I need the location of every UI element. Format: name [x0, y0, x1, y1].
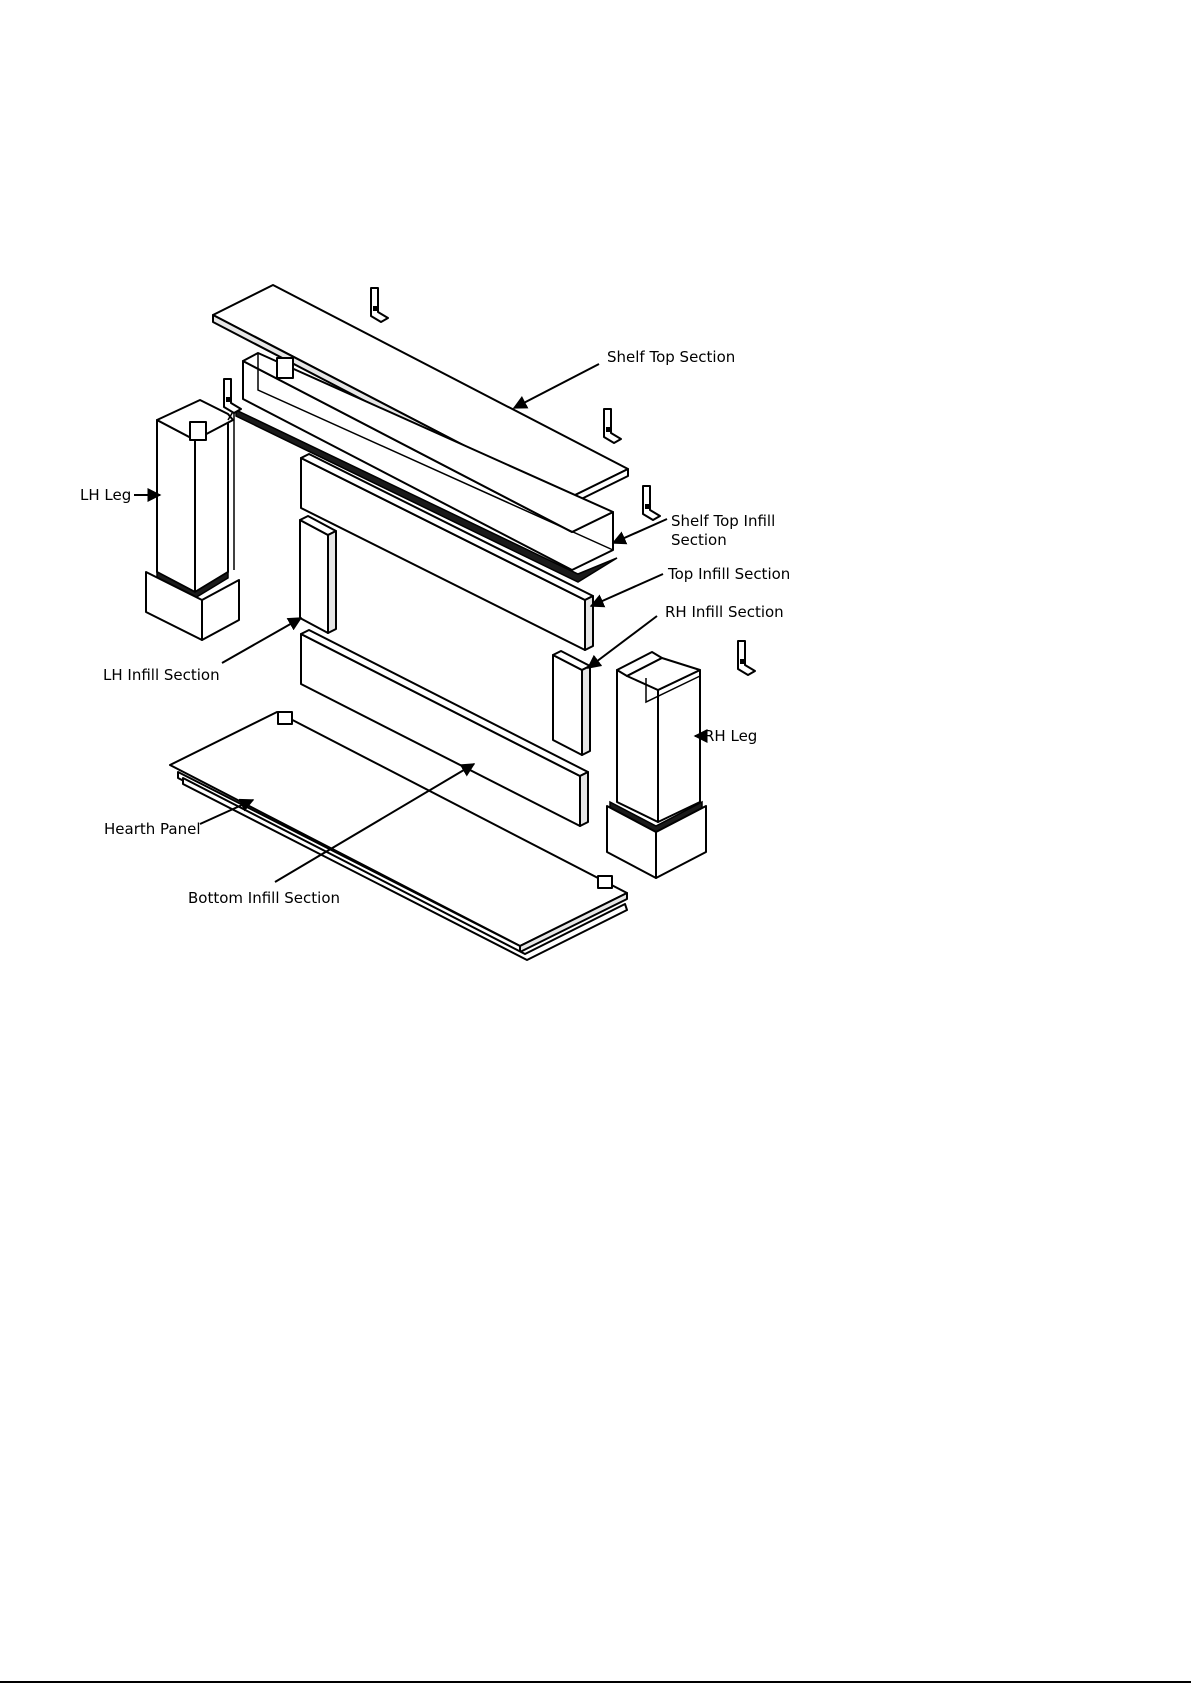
bracket-icon-1: [371, 288, 388, 322]
label-shelf-top-infill-line2: Section: [671, 531, 727, 549]
label-top-infill-section: Top Infill Section: [667, 565, 790, 583]
leader-lh-infill-section: [222, 618, 301, 663]
label-lh-leg: LH Leg: [80, 486, 131, 504]
leader-shelf-top-section: [514, 364, 599, 408]
bracket-icon-5: [738, 641, 755, 675]
label-hearth-panel: Hearth Panel: [104, 820, 201, 838]
bracket-icon-2: [224, 379, 241, 413]
label-rh-leg: RH Leg: [704, 727, 757, 745]
rh-infill-section-part: [553, 651, 590, 755]
label-lh-infill-section: LH Infill Section: [103, 666, 220, 684]
label-shelf-top-section: Shelf Top Section: [607, 348, 735, 366]
rh-leg-part: [607, 652, 706, 878]
label-shelf-top-infill-line1: Shelf Top Infill: [671, 512, 775, 530]
page-bottom-rule: [0, 1681, 1191, 1683]
label-bottom-infill-section: Bottom Infill Section: [188, 889, 340, 907]
label-rh-infill-section: RH Infill Section: [665, 603, 784, 621]
lh-leg-part: [146, 400, 239, 640]
lh-infill-section-part: [300, 516, 336, 633]
leader-shelf-top-infill: [613, 519, 667, 543]
hearth-panel-part: [170, 712, 627, 960]
bracket-icon-4: [643, 486, 660, 520]
leader-top-infill-section: [591, 574, 663, 606]
bracket-icon-3: [604, 409, 621, 443]
